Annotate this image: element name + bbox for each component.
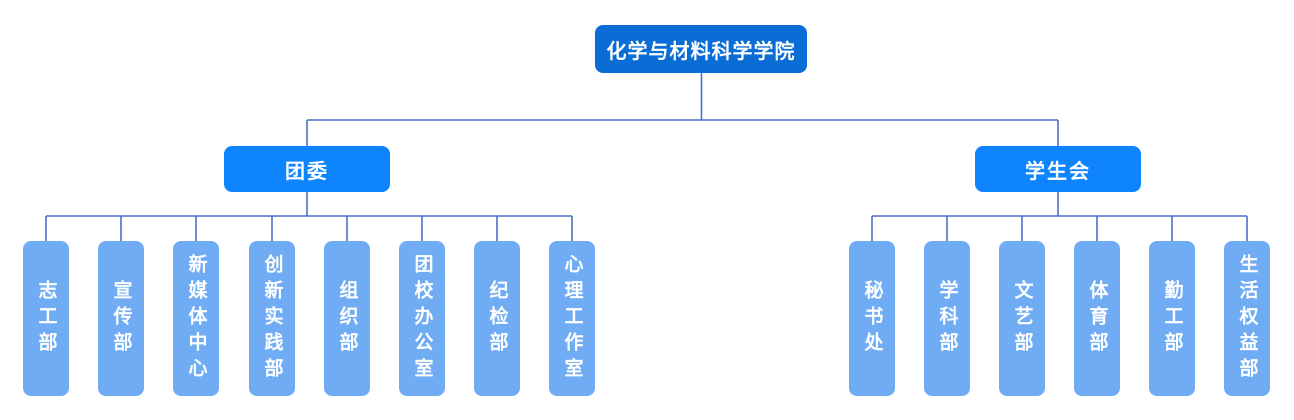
org-node-leaf[interactable]: 勤工部 — [1149, 241, 1195, 396]
org-node-leaf[interactable]: 学科部 — [924, 241, 970, 396]
org-node-leaf[interactable]: 创新实践部 — [249, 241, 295, 396]
org-node-leaf[interactable]: 生活权益部 — [1224, 241, 1270, 396]
org-node-leaf[interactable]: 体育部 — [1074, 241, 1120, 396]
org-node-leaf[interactable]: 纪检部 — [474, 241, 520, 396]
org-node-branch-student-union[interactable]: 学生会 — [975, 146, 1141, 192]
org-node-leaf[interactable]: 心理工作室 — [549, 241, 595, 396]
org-node-leaf[interactable]: 秘书处 — [849, 241, 895, 396]
org-node-leaf[interactable]: 志工部 — [23, 241, 69, 396]
org-node-leaf[interactable]: 宣传部 — [98, 241, 144, 396]
org-node-leaf[interactable]: 组织部 — [324, 241, 370, 396]
org-node-leaf[interactable]: 团校办公室 — [399, 241, 445, 396]
org-node-branch-youth-league[interactable]: 团委 — [224, 146, 390, 192]
org-node-leaf[interactable]: 新媒体中心 — [173, 241, 219, 396]
connector-path — [45, 73, 1248, 241]
org-node-leaf[interactable]: 文艺部 — [999, 241, 1045, 396]
org-node-root[interactable]: 化学与材料科学学院 — [595, 25, 807, 73]
